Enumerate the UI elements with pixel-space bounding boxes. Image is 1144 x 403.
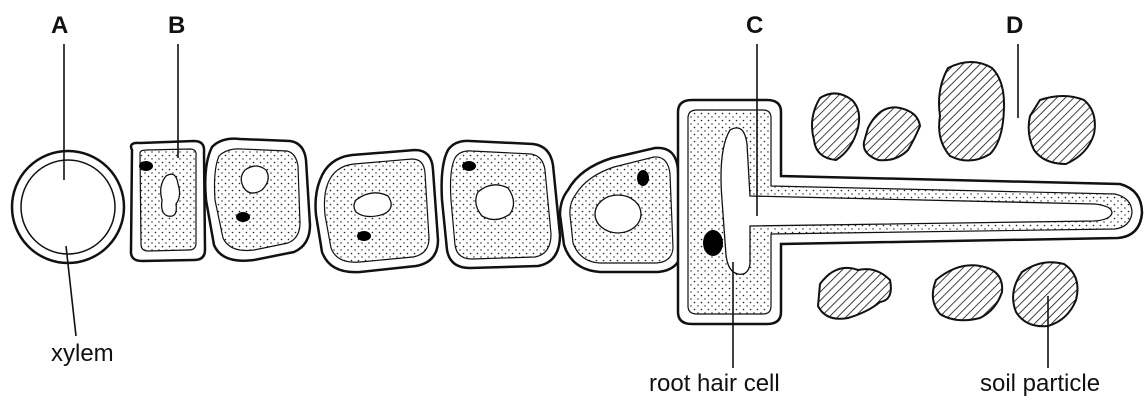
label-c: C — [746, 14, 763, 38]
soil-particle — [818, 268, 891, 319]
soil-particle — [812, 93, 859, 160]
soil-particle — [933, 265, 1002, 320]
cortex-cell-b — [131, 141, 205, 261]
label-xylem: xylem — [51, 342, 114, 366]
soil-particle — [939, 62, 1004, 161]
soil-particle — [864, 107, 920, 160]
label-a: A — [51, 14, 68, 38]
cortex-cell — [316, 150, 439, 272]
soil-particle — [1029, 96, 1095, 164]
cortex-cell — [560, 148, 682, 272]
label-root-hair-cell: root hair cell — [649, 372, 780, 396]
cortex-cell — [205, 139, 310, 261]
label-soil-particle: soil particle — [980, 372, 1100, 396]
cortex-cell — [442, 141, 560, 268]
soil-particle — [1013, 262, 1077, 326]
label-d: D — [1006, 14, 1023, 38]
label-b: B — [168, 14, 185, 38]
xylem-vessel — [12, 151, 124, 263]
